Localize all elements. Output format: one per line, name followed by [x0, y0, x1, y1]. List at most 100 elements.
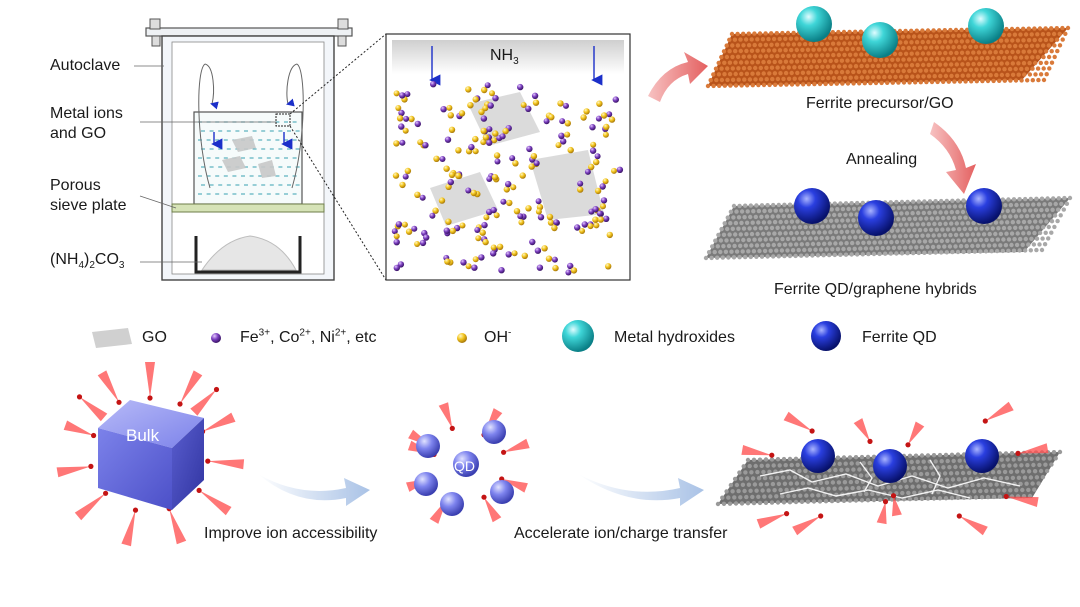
ion-ray — [74, 493, 106, 521]
lattice-atom — [993, 220, 999, 225]
lattice-atom — [918, 68, 923, 73]
lattice-atom — [1028, 196, 1034, 202]
lattice-atom — [909, 51, 914, 56]
lattice-atom — [743, 37, 749, 42]
hydroxide-ion-dot — [557, 100, 564, 107]
lattice-atom — [722, 221, 727, 226]
lattice-atom — [753, 463, 758, 469]
lattice-atom — [750, 60, 755, 65]
lattice-atom — [954, 221, 959, 226]
lattice-atom — [834, 218, 839, 223]
qd-sphere — [414, 472, 438, 496]
lattice-atom — [943, 496, 949, 501]
lattice-atom — [768, 248, 773, 253]
lattice-atom — [837, 224, 842, 229]
hydroxide-ion-dot — [414, 241, 421, 247]
lattice-atom — [1040, 32, 1046, 37]
lattice-atom — [903, 233, 908, 239]
lattice-atom — [881, 234, 886, 239]
lattice-atom — [814, 41, 819, 47]
lattice-atom — [855, 200, 860, 206]
lattice-atom — [762, 248, 768, 254]
lattice-atom — [976, 482, 981, 488]
ion-ray — [169, 508, 187, 545]
lattice-atom — [821, 253, 826, 258]
lattice-atom — [886, 234, 892, 239]
hydroxide-ion-dot — [467, 102, 474, 109]
lattice-atom — [761, 71, 766, 76]
lattice-atom — [848, 479, 854, 485]
lattice-atom — [756, 208, 762, 214]
lattice-atom — [816, 241, 821, 247]
lattice-atom — [1040, 474, 1046, 480]
lattice-atom — [783, 59, 789, 64]
lattice-atom — [769, 457, 775, 462]
lattice-atom — [1019, 214, 1024, 219]
hydroxide-ion-dot — [402, 127, 409, 134]
lattice-atom — [929, 56, 934, 62]
lattice-atom — [715, 255, 720, 260]
lattice-atom — [802, 247, 807, 253]
lattice-atom — [782, 481, 788, 486]
lattice-atom — [824, 480, 830, 485]
lattice-atom — [952, 79, 957, 84]
hydroxide-ion-dot — [547, 219, 555, 226]
lattice-atom — [927, 199, 933, 204]
lattice-atom — [993, 50, 998, 55]
ion-ray — [892, 495, 902, 517]
lattice-atom — [776, 254, 781, 259]
lattice-atom — [826, 486, 831, 491]
hydroxide-ion-dot — [535, 208, 542, 215]
lattice-atom — [931, 453, 937, 458]
lattice-atom — [1005, 220, 1010, 225]
lattice-atom — [1016, 208, 1022, 213]
lattice-atom — [906, 34, 911, 39]
lattice-atom — [751, 500, 757, 506]
lattice-atom — [921, 210, 926, 216]
lattice-atom — [973, 44, 979, 49]
lattice-atom — [766, 242, 771, 248]
lattice-atom — [864, 491, 869, 497]
lattice-atom — [789, 70, 794, 76]
lattice-atom — [750, 476, 756, 481]
metal-ion-dot — [553, 219, 560, 226]
lattice-atom — [736, 226, 741, 231]
lattice-atom — [839, 58, 845, 63]
hydroxide-ion-dot — [600, 203, 606, 210]
lattice-atom — [769, 42, 774, 47]
lattice-atom — [957, 215, 963, 220]
lattice-atom — [723, 249, 729, 254]
lattice-atom — [1009, 242, 1014, 248]
lattice-atom — [1060, 25, 1065, 31]
ion-ray — [741, 445, 772, 456]
lattice-atom — [935, 216, 940, 221]
lattice-atom — [739, 220, 744, 226]
lattice-atom — [1011, 457, 1016, 462]
metal-ion-dot — [484, 82, 491, 89]
lattice-atom — [775, 225, 780, 230]
ion-ray-tip — [88, 463, 94, 469]
lattice-atom — [972, 249, 977, 254]
lattice-atom — [734, 209, 739, 214]
lattice-atom — [781, 456, 787, 462]
lattice-atom — [1041, 213, 1047, 218]
lattice-atom — [794, 36, 799, 41]
metal-ion-dot — [558, 132, 565, 139]
lattice-atom — [876, 63, 881, 68]
lattice-atom — [928, 239, 933, 244]
lattice-atom — [1042, 242, 1048, 247]
lattice-atom — [1004, 38, 1009, 43]
metal-ion-dot — [535, 198, 542, 205]
lattice-atom — [919, 245, 925, 250]
lattice-atom — [728, 209, 734, 214]
lattice-atom — [1027, 60, 1032, 66]
hydroxide-ion-dot — [602, 178, 609, 185]
lattice-atom — [752, 482, 758, 487]
lattice-atom — [962, 238, 967, 243]
lattice-atom — [737, 203, 742, 209]
lattice-atom — [1039, 207, 1044, 213]
lattice-atom — [740, 249, 745, 254]
lattice-atom — [764, 65, 769, 71]
lattice-atom — [885, 80, 890, 86]
lattice-atom — [806, 480, 812, 486]
